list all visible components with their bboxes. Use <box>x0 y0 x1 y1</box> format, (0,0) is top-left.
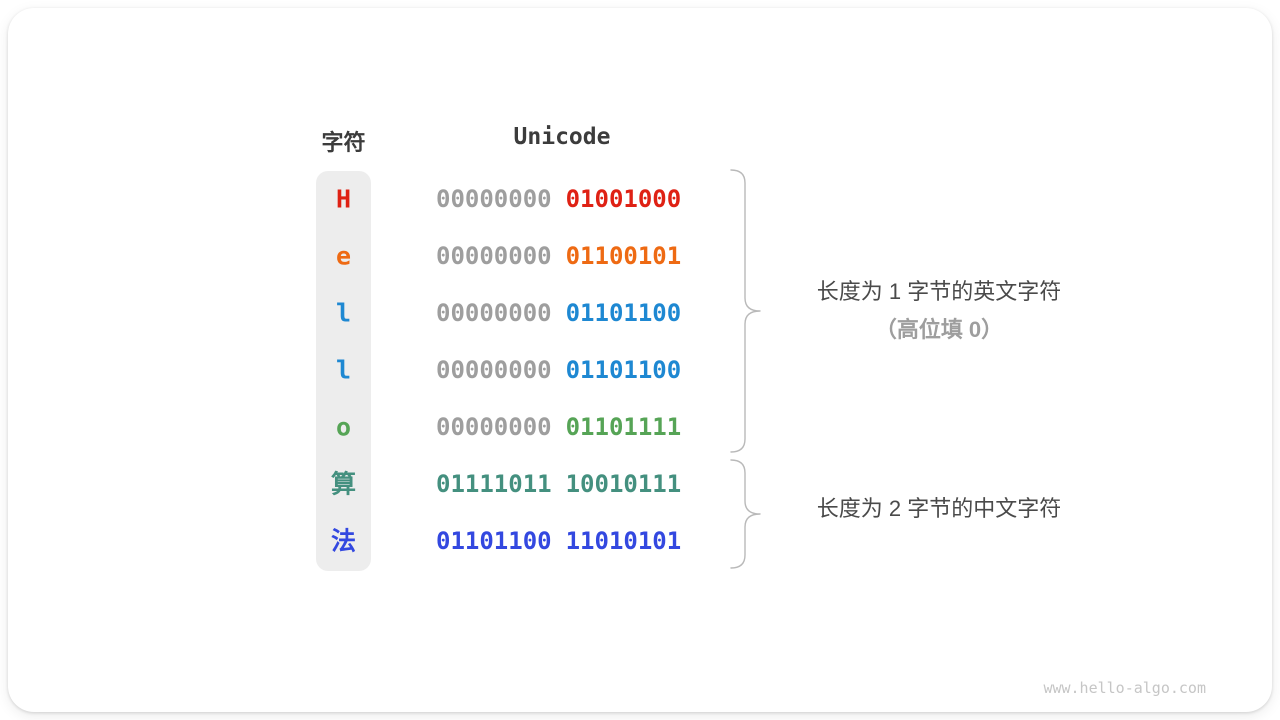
annotation-2byte: 长度为 2 字节的中文字符 <box>759 490 1119 528</box>
unicode-byte-high: 01111011 <box>436 470 552 498</box>
unicode-binary: 00000000 01100101 <box>436 244 681 268</box>
character-cell: l <box>335 355 352 385</box>
char-column-background <box>316 171 371 571</box>
watermark: www.hello-algo.com <box>1043 679 1206 697</box>
figure-card: 字符 Unicode H 00000000 01001000 e 00000000… <box>8 8 1272 712</box>
column-header-unicode: Unicode <box>513 124 611 150</box>
unicode-byte-low: 11010101 <box>565 527 682 555</box>
unicode-byte-low: 01001000 <box>565 185 682 213</box>
annotation-2byte-line1: 长度为 2 字节的中文字符 <box>816 496 1062 521</box>
character-cell: 法 <box>330 526 356 556</box>
annotation-1byte-line1: 长度为 1 字节的英文字符 <box>816 279 1062 304</box>
character-cell: l <box>335 298 352 328</box>
unicode-byte-high: 00000000 <box>436 356 552 384</box>
unicode-byte-low: 10010111 <box>565 470 682 498</box>
unicode-byte-low: 01101100 <box>565 356 682 384</box>
character-cell: e <box>335 241 352 271</box>
character-cell: 算 <box>330 469 356 499</box>
character-cell: H <box>335 184 352 214</box>
unicode-binary: 00000000 01001000 <box>436 187 681 211</box>
column-header-char: 字符 <box>321 130 366 155</box>
unicode-binary: 01111011 10010111 <box>436 472 681 496</box>
annotation-1byte-line2: （高位填 0） <box>874 317 1004 342</box>
brace-2byte-group <box>730 459 761 569</box>
unicode-binary: 00000000 01101100 <box>436 358 681 382</box>
character-cell: o <box>335 412 352 442</box>
unicode-byte-low: 01101111 <box>565 413 682 441</box>
unicode-byte-high: 00000000 <box>436 185 552 213</box>
unicode-byte-low: 01101100 <box>565 299 682 327</box>
unicode-byte-high: 01101100 <box>436 527 552 555</box>
unicode-byte-high: 00000000 <box>436 242 552 270</box>
unicode-binary: 00000000 01101100 <box>436 301 681 325</box>
unicode-binary: 01101100 11010101 <box>436 529 681 553</box>
annotation-1byte: 长度为 1 字节的英文字符 （高位填 0） <box>759 273 1119 349</box>
unicode-byte-high: 00000000 <box>436 299 552 327</box>
unicode-byte-high: 00000000 <box>436 413 552 441</box>
unicode-byte-low: 01100101 <box>565 242 682 270</box>
unicode-binary: 00000000 01101111 <box>436 415 681 439</box>
brace-1byte-group <box>730 169 761 453</box>
